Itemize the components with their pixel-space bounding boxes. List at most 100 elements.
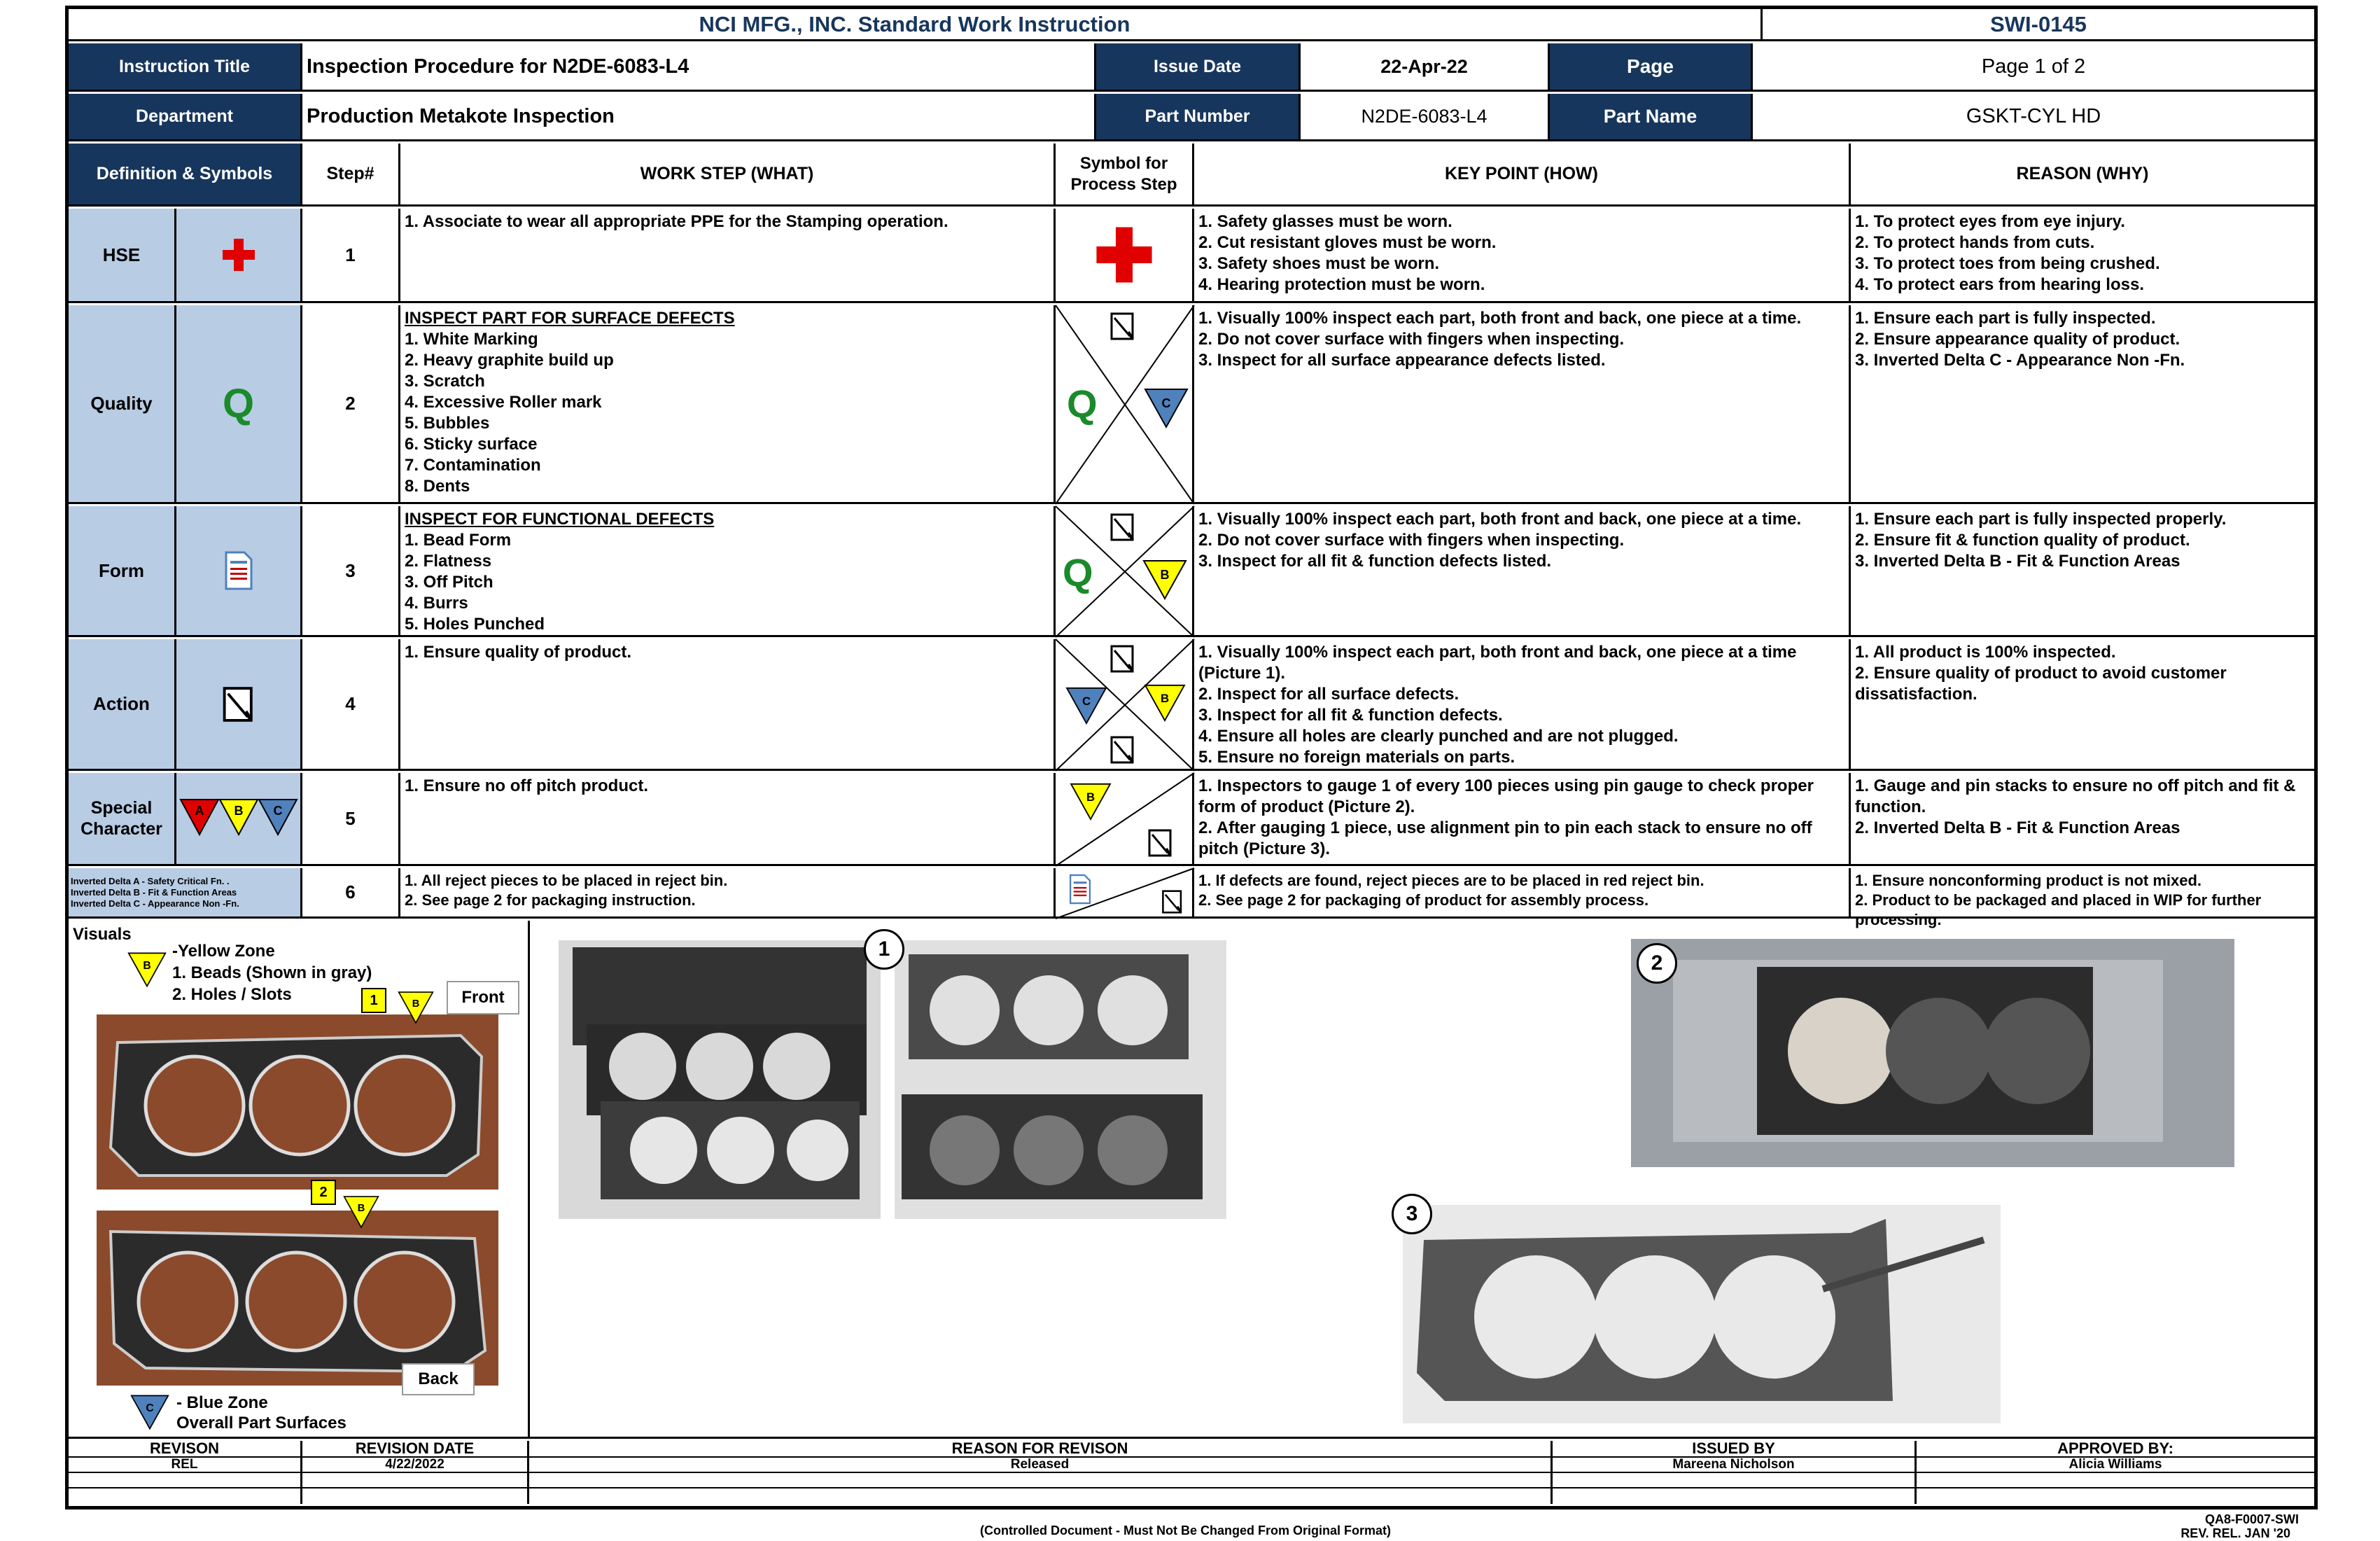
col-definition: Definition & Symbols [69, 144, 302, 204]
work-step-text: 1. Ensure no off pitch product. [400, 773, 1056, 864]
key-point-text: 1. Visually 100% inspect each part, both… [1194, 639, 1851, 769]
reason-text: 1. Ensure each part is fully inspected p… [1855, 510, 2227, 571]
picture-3 [1403, 1205, 2001, 1423]
revision-empty-row [69, 1473, 2314, 1488]
rev-reason-value: Released [529, 1457, 1553, 1472]
work-step-text: INSPECT PART FOR SURFACE DEFECTS 1. Whit… [400, 305, 1056, 502]
picture-1-left [559, 940, 881, 1219]
company-title: NCI MFG., INC. Standard Work Instruction [69, 9, 1763, 39]
table-row: HSE 1 1. Associate to wear all appropria… [69, 209, 2314, 303]
delta-b-icon: B [1144, 684, 1186, 723]
svg-text:B: B [143, 960, 150, 972]
svg-text:B: B [1086, 790, 1095, 804]
callout-b-front: B [398, 991, 434, 1024]
instruction-title: Inspection Procedure for N2DE-6083-L4 [302, 43, 1096, 90]
table-row: Special Character A B C 5 1. Ensure no o… [69, 772, 2314, 867]
revision-release: REV. REL. JAN '20 [2180, 1526, 2290, 1540]
picture-1-callout: 1 [864, 929, 904, 970]
delta-legend: Inverted Delta A - Safety Critical Fn. .… [69, 868, 302, 916]
work-step-title: INSPECT PART FOR SURFACE DEFECTS [405, 309, 735, 328]
svg-text:C: C [1162, 396, 1171, 410]
yellow-marker-2: 2 [311, 1180, 336, 1205]
yellow-zone-text: -Yellow Zone 1. Beads (Shown in gray) 2.… [172, 942, 372, 1004]
step-number: 1 [302, 209, 400, 301]
delta-b-icon: B [127, 952, 167, 988]
gasket-back-photo [97, 1211, 498, 1386]
visuals-label: Visuals [73, 925, 132, 944]
rev-value: REL [69, 1457, 302, 1472]
delta-b-icon: B [398, 991, 434, 1024]
process-symbol: Q C [1055, 305, 1195, 505]
checklist-icon [1110, 312, 1134, 340]
key-point-text: 1. Safety glasses must be worn. 2. Cut r… [1194, 209, 1851, 301]
svg-text:B: B [234, 804, 243, 818]
checklist-icon [1110, 513, 1134, 541]
revision-row: REL 4/22/2022 Released Mareena Nicholson… [69, 1457, 2314, 1473]
svg-text:C: C [146, 1402, 153, 1414]
work-step-text: 1. Associate to wear all appropriate PPE… [400, 209, 1056, 301]
key-point-text: 1. Visually 100% inspect each part, both… [1194, 506, 1851, 635]
delta-c-icon: C [1144, 389, 1189, 429]
table-row: Form 3 INSPECT FOR FUNCTIONAL DEFECTS 1.… [69, 505, 2314, 638]
checklist-icon [223, 686, 253, 722]
revision-header-row: REVISON REVISION DATE REASON FOR REVISON… [69, 1439, 2314, 1458]
issue-date: 22-Apr-22 [1301, 43, 1550, 90]
delta-c-icon: C [1065, 687, 1107, 725]
gasket-inspection-drawing [902, 954, 1203, 1199]
approved-by-value: Alicia Williams [2068, 1457, 2162, 1472]
key-point-text: 1. Visually 100% inspect each part, both… [1194, 305, 1851, 502]
svg-text:B: B [358, 1203, 365, 1214]
work-step-text: INSPECT FOR FUNCTIONAL DEFECTS 1. Bead F… [400, 506, 1056, 635]
step-number: 6 [302, 868, 400, 916]
svg-text:C: C [273, 804, 282, 818]
picture-2-callout: 2 [1637, 943, 1677, 984]
visuals-divider [528, 921, 530, 1439]
svg-text:B: B [1161, 692, 1169, 705]
category-action: Action [69, 639, 176, 769]
part-name-label: Part Name [1550, 94, 1753, 139]
work-step-text: 1. Ensure quality of product. [400, 639, 1056, 769]
reason-text: 1. Ensure nonconforming product is not m… [1855, 872, 2262, 928]
part-number: N2DE-6083-L4 [1301, 94, 1550, 139]
checklist-icon [1148, 829, 1172, 857]
step-number: 5 [302, 773, 400, 864]
reason-text: 1. Ensure each part is fully inspected. … [1855, 309, 2185, 370]
col-work-step: WORK STEP (WHAT) [400, 144, 1056, 204]
page-value: Page 1 of 2 [1981, 55, 2086, 78]
col-symbol: Symbol for Process Step [1056, 144, 1194, 204]
delta-c-icon: C [130, 1395, 169, 1430]
symbol-x-lines [1055, 305, 1195, 505]
reason-text: 1. Gauge and pin stacks to ensure no off… [1855, 776, 2296, 837]
yellow-marker-1: 1 [361, 988, 386, 1013]
process-symbol [1056, 209, 1194, 301]
info-row-2: Department Production Metakote Inspectio… [69, 94, 2314, 141]
legend-delta-a: Inverted Delta A - Safety Critical Fn. . [71, 875, 230, 886]
step-number: 2 [302, 305, 400, 502]
col-reason: REASON (WHY) [2016, 164, 2149, 183]
category-form: Form [69, 506, 176, 635]
page-label: Page [1550, 43, 1753, 90]
work-step-list: 1. Bead Form 2. Flatness 3. Off Pitch 4.… [405, 531, 545, 634]
part-number-label: Part Number [1096, 94, 1301, 139]
gasket-front-drawing [108, 1033, 484, 1177]
issued-by-value: Mareena Nicholson [1553, 1457, 1917, 1472]
reason-text: 1. All product is 100% inspected. 2. Ens… [1855, 643, 2227, 704]
department: Production Metakote Inspection [302, 94, 1096, 139]
rev-col: REVISON [69, 1439, 302, 1457]
quality-q-icon: Q [1063, 550, 1093, 594]
picture-3-callout: 3 [1392, 1194, 1432, 1234]
quality-q-icon: Q [222, 381, 255, 426]
process-symbol: B [1055, 772, 1195, 867]
rev-reason-col: REASON FOR REVISON [529, 1439, 1553, 1457]
gasket-front-photo [97, 1014, 498, 1190]
front-label: Front [447, 981, 519, 1014]
hse-symbol [176, 209, 302, 301]
category-special-character: Special Character [69, 773, 176, 864]
doc-number: SWI-0145 [1990, 11, 2087, 36]
category-hse: HSE [69, 209, 176, 301]
checklist-icon [1110, 645, 1134, 673]
symbol-diagonal-line [1055, 772, 1195, 867]
column-header-row: Definition & Symbols Step# WORK STEP (WH… [69, 144, 2314, 207]
pin-gauge-drawing [1673, 960, 2163, 1142]
revision-table: REVISON REVISION DATE REASON FOR REVISON… [69, 1439, 2314, 1506]
